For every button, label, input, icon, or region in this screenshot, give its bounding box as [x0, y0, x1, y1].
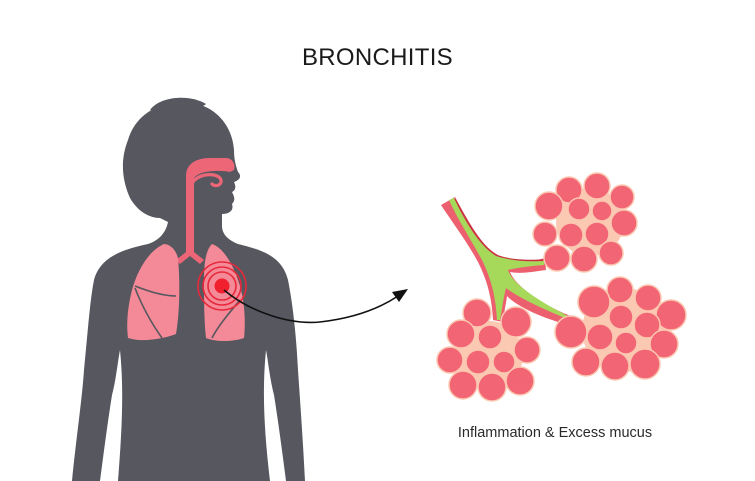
alveoli-cluster-bottom-left: [436, 298, 541, 402]
human-silhouette: [72, 97, 305, 481]
alveoli-cluster-top: [532, 172, 638, 273]
bronchiole: [441, 197, 576, 326]
airway: [176, 158, 235, 264]
page-title: BRONCHITIS: [301, 44, 453, 71]
caption: Inflammation & Excess mucus: [457, 425, 653, 441]
alveoli-cluster-bottom-right: [554, 276, 687, 381]
inflammation-target-icon: [197, 261, 247, 311]
curved-arrow-icon: [223, 289, 408, 324]
